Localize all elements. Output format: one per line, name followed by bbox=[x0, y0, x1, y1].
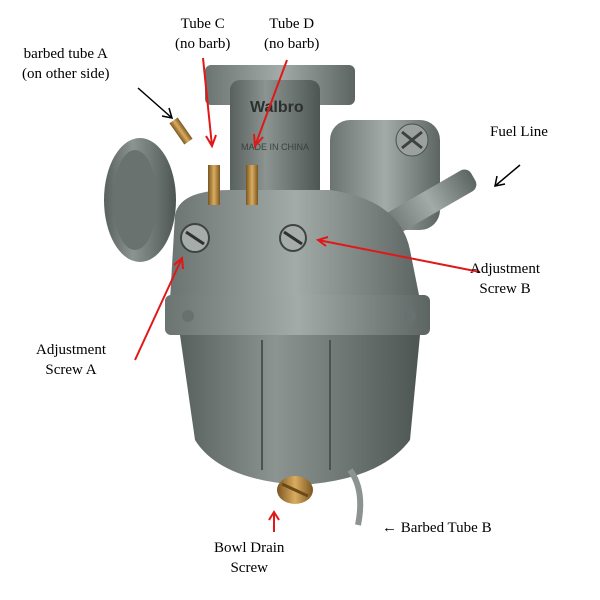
label-line: Adjustment bbox=[470, 261, 540, 277]
black-arrows bbox=[137, 87, 521, 187]
fuel-inlet bbox=[383, 169, 477, 235]
label-barbed-tube-a: barbed tube A (on other side) bbox=[22, 44, 109, 84]
embossed-brand: Walbro bbox=[250, 99, 304, 116]
label-line: Tube D bbox=[269, 16, 315, 32]
label-line: Bowl Drain bbox=[214, 540, 285, 556]
label-line: Screw A bbox=[45, 362, 97, 378]
float-bowl bbox=[180, 335, 420, 485]
label-adjustment-screw-a: Adjustment Screw A bbox=[36, 340, 106, 380]
label-bowl-drain-screw: Bowl Drain Screw bbox=[214, 538, 284, 578]
label-tube-c: Tube C (no barb) bbox=[175, 14, 230, 54]
label-line: (no barb) bbox=[175, 36, 231, 52]
arrow-tube-c bbox=[202, 57, 217, 149]
label-line: Adjustment bbox=[36, 342, 106, 358]
arrow-screw-a bbox=[134, 255, 184, 361]
barbed-tube-b bbox=[347, 468, 364, 526]
arrow-screw-b bbox=[315, 236, 481, 273]
label-line: (on other side) bbox=[22, 66, 110, 82]
label-line: Screw B bbox=[479, 281, 531, 297]
label-line: (no barb) bbox=[264, 36, 320, 52]
embossed-origin: MADE IN CHINA bbox=[241, 142, 309, 152]
tube-d bbox=[246, 165, 258, 205]
arrow-bowl-drain bbox=[268, 510, 280, 532]
tube-a bbox=[169, 117, 193, 145]
arrow-tube-d bbox=[253, 59, 288, 149]
tube-c bbox=[208, 165, 220, 205]
label-line: Fuel Line bbox=[490, 124, 548, 140]
arrow-fuel-line bbox=[494, 164, 521, 187]
label-adjustment-screw-b: Adjustment Screw B bbox=[470, 259, 540, 299]
label-tube-d: Tube D (no barb) bbox=[264, 14, 319, 54]
label-line: Tube C bbox=[180, 16, 225, 32]
label-barbed-tube-b: ← Barbed Tube B bbox=[382, 518, 492, 538]
label-line: ← Barbed Tube B bbox=[382, 520, 492, 536]
label-line: barbed tube A bbox=[23, 46, 108, 62]
arrow-tube-a bbox=[137, 87, 174, 119]
label-line: Screw bbox=[230, 560, 268, 576]
red-arrows bbox=[134, 57, 481, 532]
bowl-flange bbox=[165, 295, 430, 335]
label-fuel-line: Fuel Line bbox=[490, 122, 548, 142]
